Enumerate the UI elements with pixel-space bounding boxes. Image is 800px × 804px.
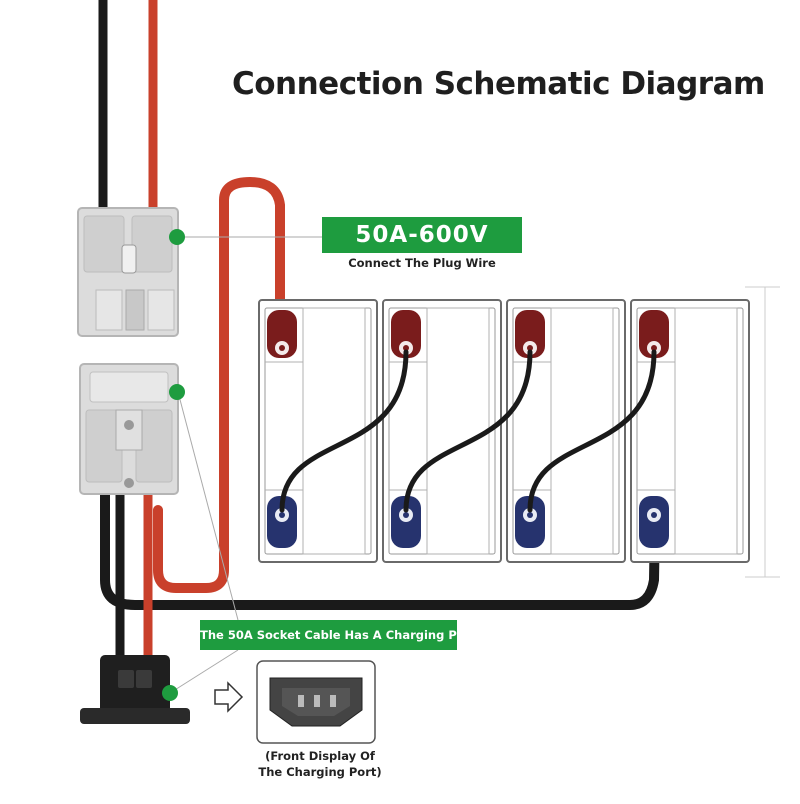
socket-leader-line <box>177 391 239 621</box>
lower-anderson-connector <box>79 363 179 495</box>
black-negative-return-cable <box>100 485 660 610</box>
positive-terminal <box>267 310 297 358</box>
plug-rating-badge: 50A-600V <box>322 217 522 253</box>
charging-port-front-view <box>256 660 376 744</box>
series-jumper-wire <box>279 349 409 513</box>
battery-3 <box>506 299 626 563</box>
negative-terminal <box>391 496 421 548</box>
charging-port-caption-line1: (Front Display Of <box>265 749 375 763</box>
arrow-right-icon <box>214 681 244 713</box>
charging-socket-housing <box>80 655 190 724</box>
plug-rating-caption: Connect The Plug Wire <box>348 256 496 270</box>
negative-terminal <box>515 496 545 548</box>
negative-terminal <box>639 496 669 548</box>
socket-marker-dot <box>169 384 185 400</box>
red-positive-loop-cable <box>153 176 285 593</box>
charging-port-caption: (Front Display Of The Charging Port) <box>240 748 400 780</box>
positive-terminal <box>639 310 669 358</box>
battery-1 <box>258 299 378 563</box>
diagram-title: Connection Schematic Diagram <box>232 66 765 102</box>
battery-2 <box>382 299 502 563</box>
plug-marker-dot <box>169 229 185 245</box>
positive-terminal <box>515 310 545 358</box>
positive-terminal <box>391 310 421 358</box>
port-leader-line <box>169 649 239 694</box>
charging-socket-marker-dot <box>162 685 178 701</box>
series-jumper-wire <box>403 349 533 513</box>
charging-port-caption-line2: The Charging Port) <box>258 765 382 779</box>
series-jumper-wire <box>527 349 657 513</box>
socket-cable-badge: The 50A Socket Cable Has A Charging Port <box>200 620 476 650</box>
battery-bank <box>258 299 750 563</box>
top-anderson-connector <box>77 207 179 337</box>
battery-4 <box>630 299 750 563</box>
negative-terminal <box>267 496 297 548</box>
